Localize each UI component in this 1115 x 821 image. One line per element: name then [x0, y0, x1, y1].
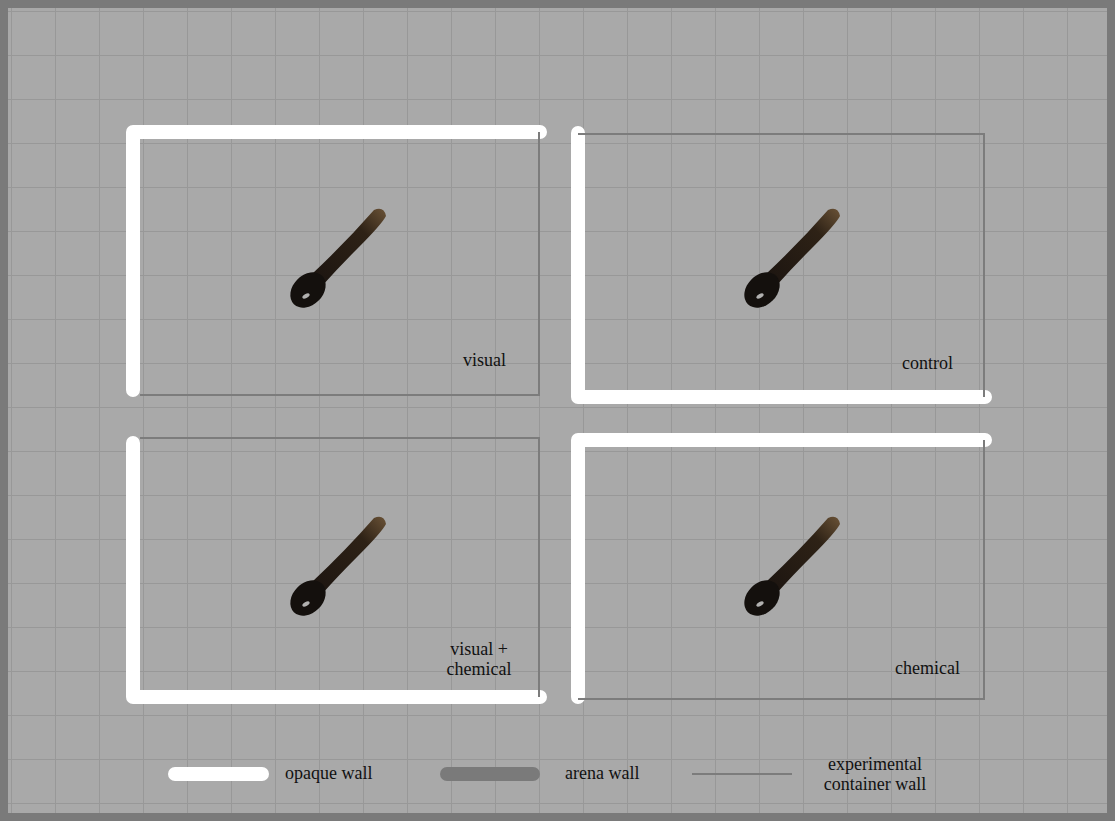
condition-label: visual + chemical: [433, 639, 525, 679]
experimental-container: chemical: [578, 440, 985, 700]
legend-label: arena wall: [565, 763, 639, 783]
experimental-container: visual: [140, 132, 540, 396]
experimental-container: visual + chemical: [140, 437, 540, 697]
condition-label: control: [902, 353, 953, 373]
legend-label: opaque wall: [285, 763, 372, 783]
experimental-container: control: [578, 133, 985, 397]
condition-label: visual: [463, 350, 506, 370]
legend-label: experimental container wall: [805, 754, 945, 794]
condition-label: chemical: [895, 658, 960, 678]
